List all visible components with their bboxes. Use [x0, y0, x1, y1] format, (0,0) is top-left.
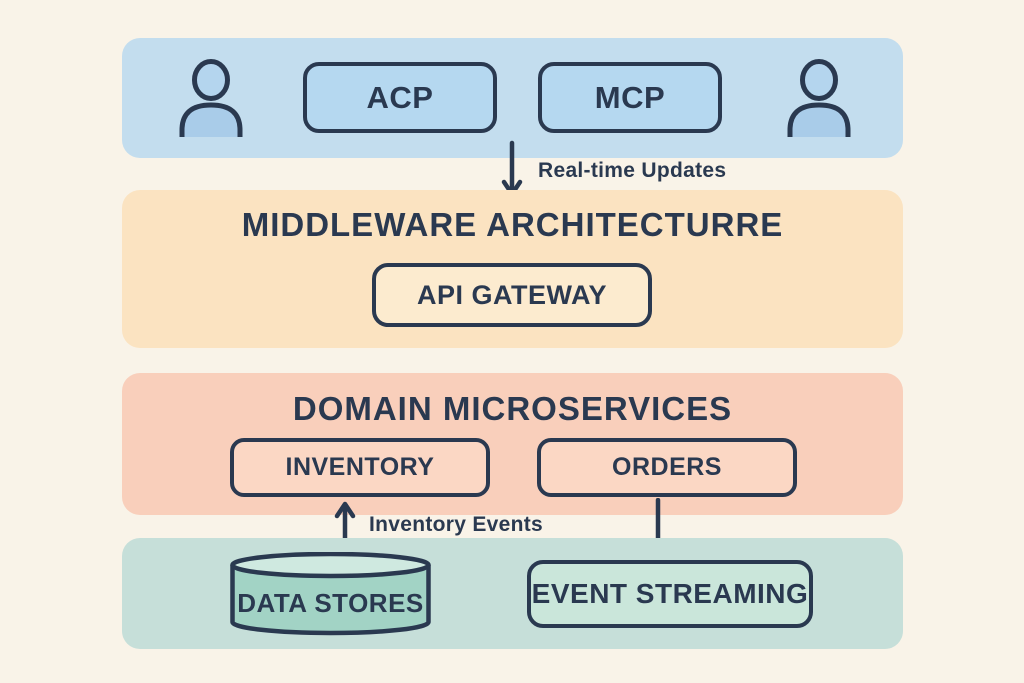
acp-label: ACP — [366, 79, 434, 115]
inventory-events-label: Inventory Events — [369, 513, 544, 536]
api-gateway-node: API GATEWAY — [372, 263, 652, 327]
middleware-title: MIDDLEWARE ARCHITECTURRE — [241, 206, 784, 243]
mcp-label: MCP — [594, 79, 666, 115]
data-stores-label: DATA STORES — [237, 588, 424, 618]
microservices-title: DOMAIN MICROSERVICES — [292, 390, 733, 427]
inventory-label: INVENTORY — [285, 453, 435, 481]
mcp-node: MCP — [538, 62, 722, 133]
realtime-updates-label: Real-time Updates — [538, 159, 727, 182]
data-band: DATA STORES EVENT STREAMING — [122, 538, 903, 649]
event-streaming-label: EVENT STREAMING — [531, 578, 809, 609]
user-icon — [782, 59, 856, 144]
api-gateway-label: API GATEWAY — [416, 279, 608, 310]
user-icon — [174, 59, 248, 144]
orders-node: ORDERS — [537, 438, 797, 497]
inventory-node: INVENTORY — [230, 438, 490, 497]
data-stores-cylinder-icon: DATA STORES — [228, 551, 433, 638]
event-streaming-node: EVENT STREAMING — [527, 560, 813, 628]
acp-node: ACP — [303, 62, 497, 133]
microservices-band: DOMAIN MICROSERVICES INVENTORY ORDERS — [122, 373, 903, 515]
clients-band: ACP MCP — [122, 38, 903, 158]
middleware-band: MIDDLEWARE ARCHITECTURRE API GATEWAY — [122, 190, 903, 348]
orders-label: ORDERS — [612, 453, 722, 481]
